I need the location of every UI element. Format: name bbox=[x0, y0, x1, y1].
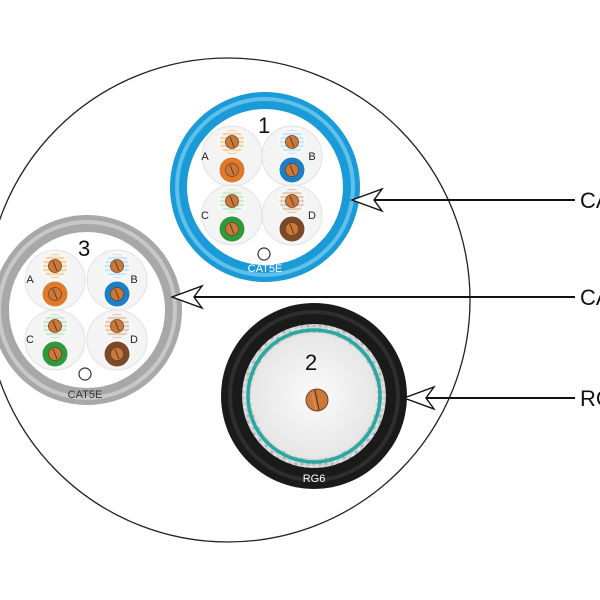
pair-label: D bbox=[130, 334, 138, 346]
pair-label: C bbox=[201, 210, 209, 222]
pair-label: B bbox=[308, 151, 315, 163]
pair-label: A bbox=[26, 274, 34, 286]
pair-d-white-conductor bbox=[278, 187, 306, 215]
cable-3-cat5e: 3 CAT5E A B C D bbox=[0, 215, 182, 405]
cable-2-rg6: 2 RG6 bbox=[221, 303, 407, 489]
cable-1-jacket-label: CAT5E bbox=[248, 263, 283, 275]
callout-cable-2: RG bbox=[401, 385, 600, 411]
callout-cable-3: CA bbox=[169, 284, 600, 310]
cable-1-cat5e: 1 CAT5E A B C D bbox=[170, 92, 360, 282]
cable-1-ripcord bbox=[257, 247, 271, 261]
pair-d-solid-conductor bbox=[103, 340, 131, 368]
callout-cable-1: CA bbox=[349, 187, 600, 213]
pair-b-white-conductor bbox=[278, 128, 306, 156]
cable-3-number: 3 bbox=[78, 236, 90, 261]
cable-2-number: 2 bbox=[305, 350, 317, 375]
arrow-icon bbox=[401, 385, 436, 411]
pair-label: D bbox=[308, 210, 316, 222]
pair-c-solid-conductor bbox=[218, 215, 246, 243]
twisted-pair-d: D bbox=[261, 184, 323, 246]
pair-a-solid-conductor bbox=[41, 280, 69, 308]
twisted-pair-a: A bbox=[24, 249, 86, 311]
twisted-pair-d: D bbox=[86, 309, 148, 371]
pair-b-solid-conductor bbox=[103, 280, 131, 308]
twisted-pair-a: A bbox=[201, 125, 263, 187]
twisted-pair-b: B bbox=[86, 249, 148, 311]
twisted-pair-c: C bbox=[24, 309, 86, 371]
callout-label-3: CA bbox=[580, 285, 600, 310]
pair-b-solid-conductor bbox=[278, 156, 306, 184]
twisted-pair-c: C bbox=[201, 184, 263, 246]
cable-3-jacket-label: CAT5E bbox=[68, 389, 103, 401]
arrow-icon bbox=[349, 187, 384, 213]
pair-label: C bbox=[26, 334, 34, 346]
pair-c-white-conductor bbox=[218, 187, 246, 215]
pair-a-white-conductor bbox=[41, 252, 69, 280]
cable-2-jacket-label: RG6 bbox=[303, 473, 326, 485]
pair-a-white-conductor bbox=[218, 128, 246, 156]
pair-b-white-conductor bbox=[103, 252, 131, 280]
callout-label-2: RG bbox=[580, 386, 600, 411]
twisted-pair-b: B bbox=[261, 125, 323, 187]
pair-d-solid-conductor bbox=[278, 215, 306, 243]
pair-label: A bbox=[201, 151, 209, 163]
pair-label: B bbox=[130, 274, 137, 286]
cable-2-foil-shield bbox=[246, 328, 382, 464]
arrow-icon bbox=[169, 284, 204, 310]
pair-c-solid-conductor bbox=[41, 340, 69, 368]
cable-1-number: 1 bbox=[258, 113, 270, 138]
pair-c-white-conductor bbox=[41, 312, 69, 340]
pair-d-white-conductor bbox=[103, 312, 131, 340]
callout-label-1: CA bbox=[580, 188, 600, 213]
pair-a-solid-conductor bbox=[218, 156, 246, 184]
cable-3-ripcord bbox=[78, 367, 92, 381]
